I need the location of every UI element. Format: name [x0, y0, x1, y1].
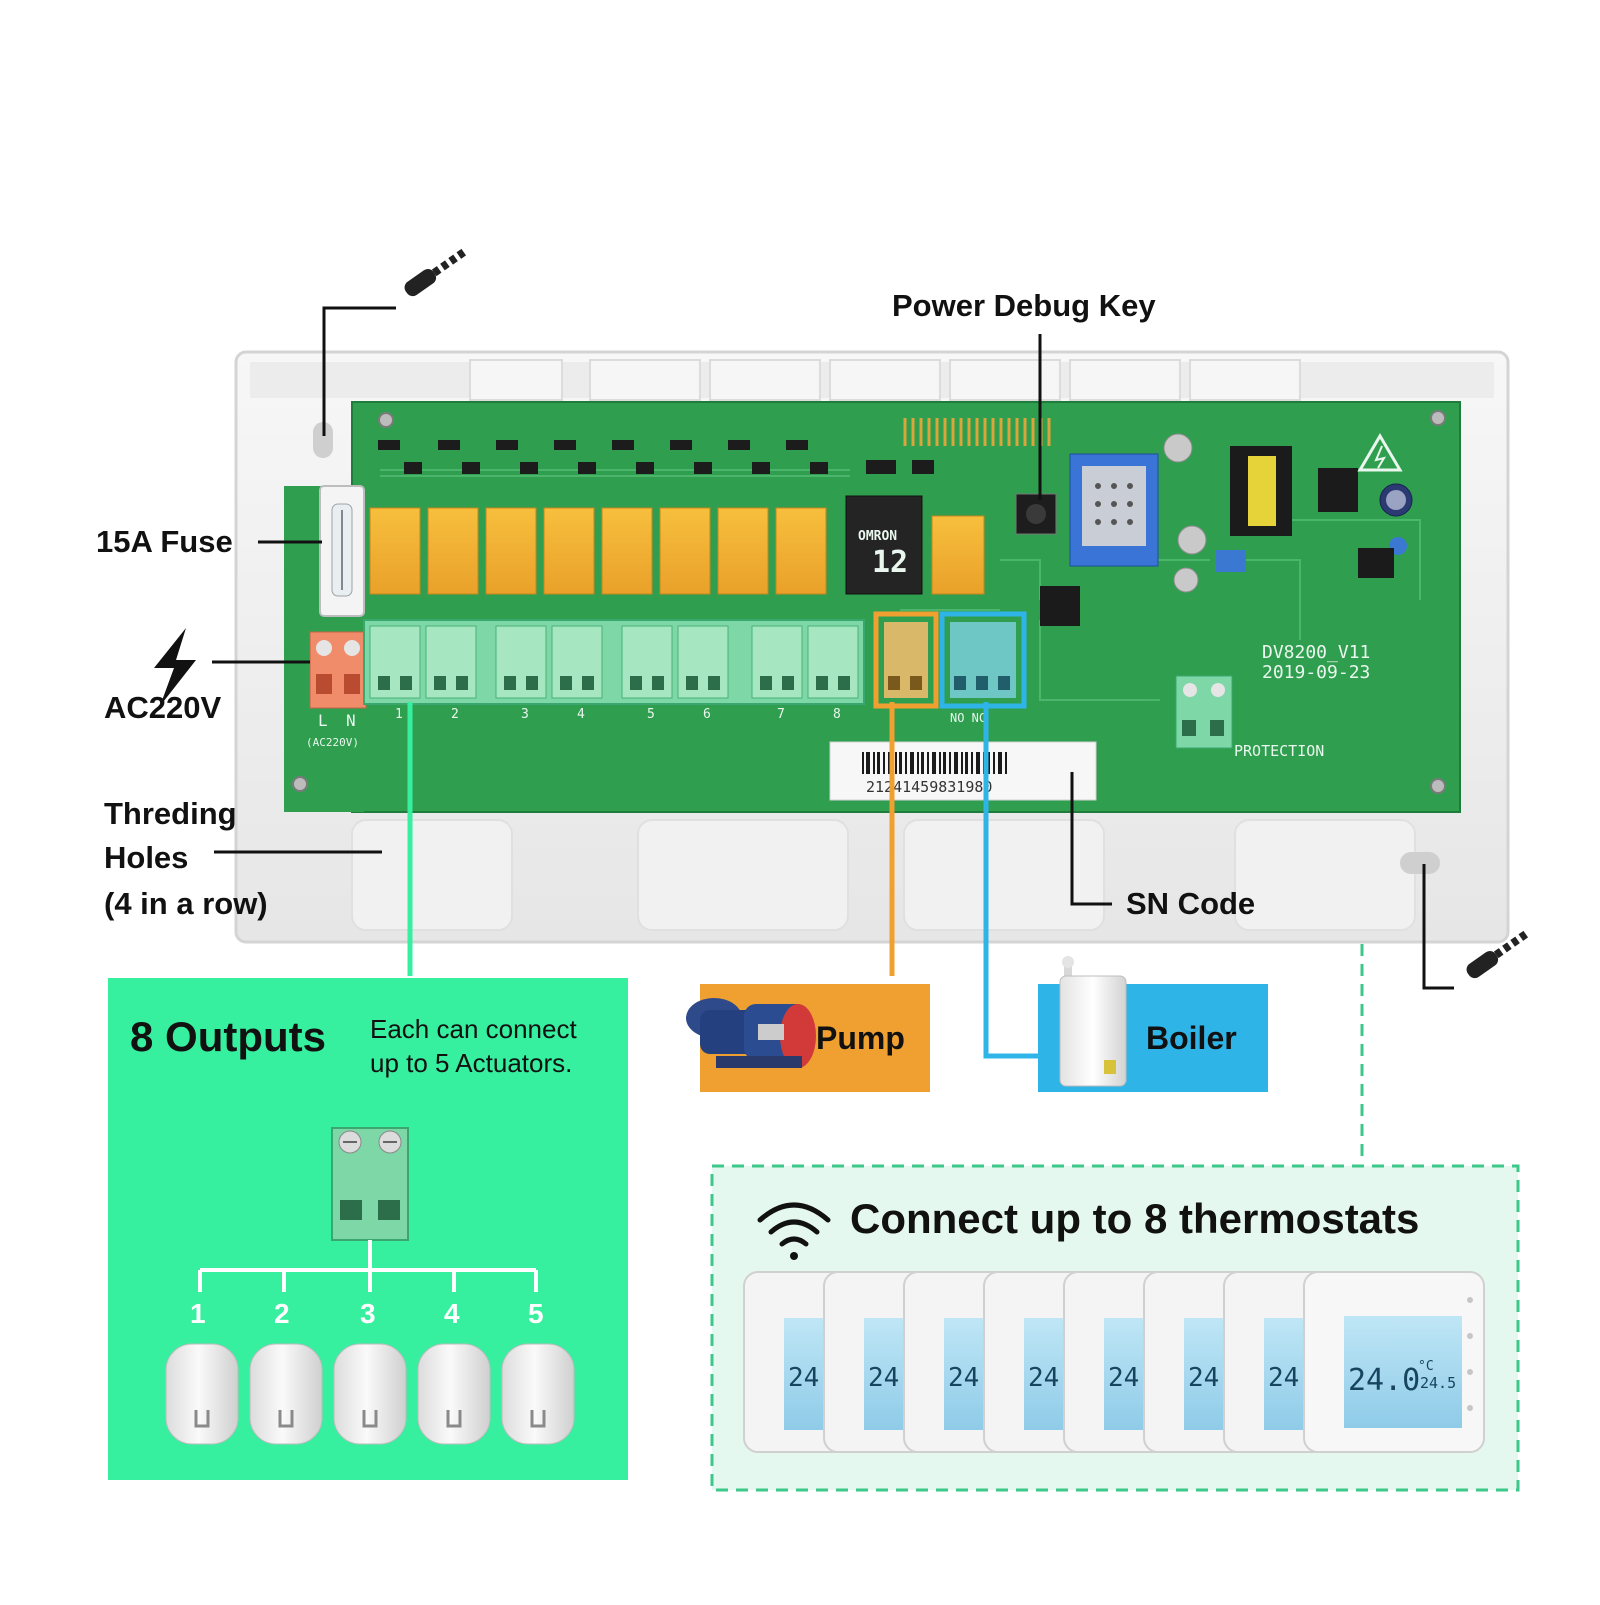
output-number-4: 4: [577, 707, 585, 722]
terminal-l-label: L: [318, 711, 328, 730]
output-number-5: 5: [647, 707, 655, 722]
relay-rating-text: 12: [872, 545, 908, 580]
power-terminal: [309, 631, 367, 709]
boiler-icon: [1059, 956, 1127, 1087]
output-number-3: 3: [521, 707, 529, 722]
wifi-icon: [757, 1202, 831, 1247]
thermostat-main-temp: 24.0: [1348, 1363, 1420, 1398]
pump-label: Pump: [816, 1020, 905, 1056]
actuator-wiring: [198, 1240, 538, 1292]
protection-terminal: [1175, 675, 1233, 749]
threading-holes-label-line2: Holes: [104, 840, 189, 875]
relay-bank: [369, 495, 985, 595]
ac-voltage-label: AC220V: [104, 690, 222, 725]
actuator-number-3: 3: [360, 1298, 376, 1329]
mounting-hole-bottom: [1400, 852, 1440, 874]
callout-lines: [212, 306, 1454, 990]
output-number-1: 1: [395, 707, 403, 722]
outputs-desc-line2: up to 5 Actuators.: [370, 1048, 573, 1078]
output-number-6: 6: [703, 707, 711, 722]
screw-icon: [1466, 928, 1532, 979]
outputs-title: 8 Outputs: [130, 1013, 326, 1060]
thermostat-2-display: 24: [868, 1363, 899, 1393]
fuse: [319, 485, 365, 617]
terminal-n-label: N: [346, 711, 356, 730]
thermostats-title: Connect up to 8 thermostats: [850, 1195, 1420, 1242]
boiler-label: Boiler: [1146, 1020, 1237, 1056]
threading-holes-label-line1: Threding: [104, 796, 237, 831]
thermostat-main-unit: °C: [1418, 1359, 1434, 1374]
actuator-number-5: 5: [528, 1298, 544, 1329]
boiler-terminal-caption: NO NC: [950, 711, 986, 725]
thermostat-5-display: 24: [1108, 1363, 1139, 1393]
board-date-text: 2019-09-23: [1262, 662, 1370, 683]
protection-text: PROTECTION: [1234, 742, 1324, 760]
power-debug-key-label: Power Debug Key: [892, 288, 1156, 323]
sn-code-label: SN Code: [1126, 886, 1256, 921]
thermostat-set-temp: 24.5: [1420, 1374, 1456, 1392]
pump-terminal-highlight: [873, 611, 939, 709]
output-number-2: 2: [451, 707, 459, 722]
serial-sticker: 21241459831980: [829, 741, 1097, 801]
mounting-hole-top: [313, 422, 333, 458]
output-terminals: [363, 619, 865, 705]
outputs-desc-line1: Each can connect: [370, 1014, 577, 1044]
hazard-icon: [1357, 433, 1403, 472]
thermostat-6-display: 24: [1188, 1363, 1219, 1393]
output-number-7: 7: [777, 707, 785, 722]
board-model-text: DV8200_V11: [1262, 642, 1370, 663]
threading-holes: [351, 819, 1416, 931]
lightning-icon: [154, 628, 196, 706]
output-number-8: 8: [833, 707, 841, 722]
actuator-number-4: 4: [444, 1298, 460, 1329]
pcb-board: OMRON 12: [284, 401, 1461, 813]
main-relay: [845, 495, 923, 595]
thermostat-3-display: 24: [948, 1363, 979, 1393]
relay-brand-text: OMRON: [858, 529, 897, 544]
wifi-module: [1069, 453, 1159, 567]
terminal-ac-caption: (AC220V): [306, 736, 359, 749]
thermostat-1-display: 24: [788, 1363, 819, 1393]
boiler-connector: [983, 702, 1040, 1059]
threading-holes-label-line3: (4 in a row): [104, 886, 268, 921]
serial-number: 21241459831980: [866, 778, 992, 796]
thermostat-icon: [743, 1271, 1485, 1453]
thermostat-7-display: 24: [1268, 1363, 1299, 1393]
fuse-label: 15A Fuse: [96, 524, 233, 559]
screw-icon: [404, 246, 470, 297]
actuator-icon: [165, 1343, 575, 1445]
thermostat-4-display: 24: [1028, 1363, 1059, 1393]
boiler-terminal-highlight: [939, 611, 1027, 709]
actuator-number-2: 2: [274, 1298, 290, 1329]
actuator-terminal: [331, 1127, 409, 1241]
actuator-number-1: 1: [190, 1298, 206, 1329]
pump-icon: [686, 998, 816, 1068]
